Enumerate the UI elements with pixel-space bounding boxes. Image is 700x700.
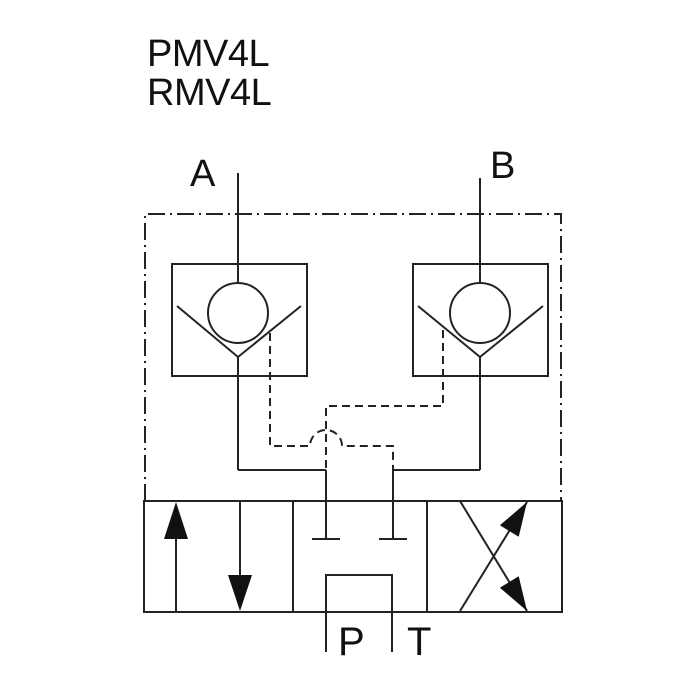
directional-valve <box>143 500 563 652</box>
p-to-t-bypass-path <box>325 574 393 612</box>
product-title-line2: RMV4L <box>147 72 271 114</box>
port-label-p: P <box>338 620 365 664</box>
check-valve-left-ball-icon <box>207 282 269 344</box>
valve-body <box>143 500 563 613</box>
check-valve-right <box>412 263 549 470</box>
product-title-line1: PMV4L <box>147 33 269 75</box>
port-label-b: B <box>490 145 515 187</box>
flow-arrow-down-icon <box>228 575 252 611</box>
check-valve-left-seat-icon <box>176 305 302 359</box>
crossed-arrowhead-down-icon <box>499 576 527 611</box>
manifold-boundary-dashdot <box>144 213 562 501</box>
check-valve-left <box>171 263 308 470</box>
port-label-t: T <box>407 620 431 664</box>
check-valve-right-ball-icon <box>449 282 511 344</box>
check-valve-left-box <box>171 263 308 377</box>
port-label-a: A <box>190 153 216 195</box>
pilot-line-left-with-hop-arc <box>269 333 394 470</box>
work-port-connectors <box>238 469 480 540</box>
valve-position-parallel <box>164 501 252 612</box>
valve-position-crossed <box>459 500 528 612</box>
check-valve-right-seat-icon <box>417 305 544 359</box>
crossed-arrowhead-up-icon <box>499 502 527 537</box>
pilot-line-right <box>325 330 444 470</box>
flow-arrow-up-icon <box>164 502 188 539</box>
